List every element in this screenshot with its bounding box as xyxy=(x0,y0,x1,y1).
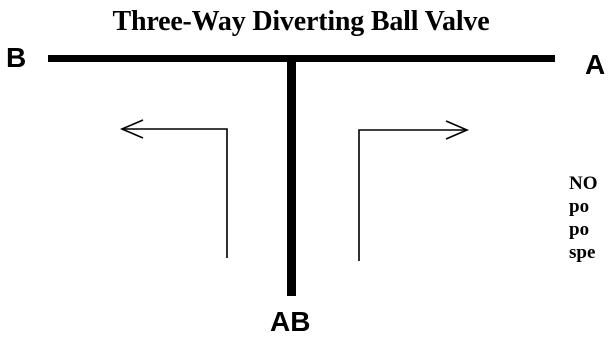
horizontal-pipe xyxy=(48,55,555,62)
port-b-label: B xyxy=(6,42,27,73)
diagram-title: Three-Way Diverting Ball Valve xyxy=(112,6,490,37)
note-line: po xyxy=(569,219,590,240)
note-line: NO xyxy=(569,173,598,194)
flow-arrow-to-a xyxy=(358,120,470,261)
port-a-label: A xyxy=(585,49,606,80)
note-line: po xyxy=(569,196,590,217)
flow-arrow-to-b xyxy=(119,119,228,258)
note-text: NO po po spe xyxy=(569,172,613,264)
note-line: spe xyxy=(569,242,596,263)
vertical-pipe xyxy=(287,60,296,296)
port-ab-label: AB xyxy=(270,306,311,337)
